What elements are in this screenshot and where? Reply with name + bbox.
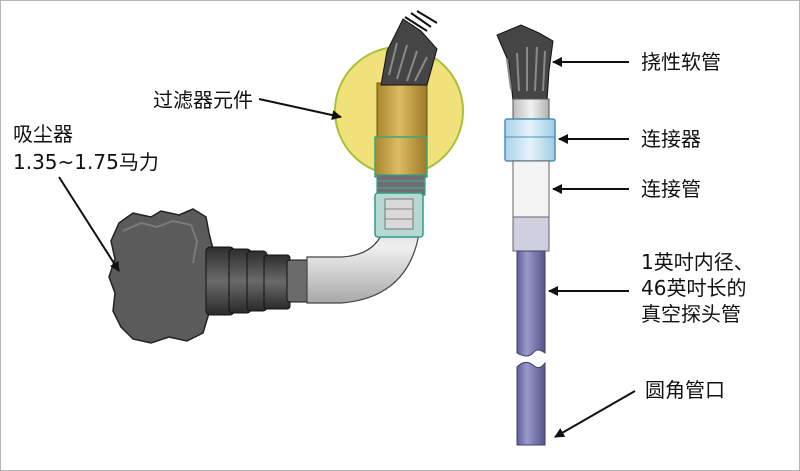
filter-element <box>374 82 428 238</box>
label-connector: 连接器 <box>641 127 701 151</box>
label-probe-line1: 1英吋内径、 <box>641 250 754 274</box>
label-vacuum-power: 1.35~1.75马力 <box>13 150 159 174</box>
label-flex-hose: 挠性软管 <box>641 50 721 74</box>
flexible-hose-left <box>380 10 438 86</box>
label-probe-line2: 46英吋长的 <box>641 276 747 300</box>
label-probe-line3: 真空探头管 <box>641 302 741 326</box>
vacuum-hose-coupling <box>205 246 310 316</box>
connector <box>504 118 556 162</box>
arrow-filter <box>258 98 342 120</box>
arrow-rounded-end <box>554 390 636 438</box>
arrows <box>58 57 636 438</box>
label-connecting-tube: 连接管 <box>641 177 701 201</box>
connecting-tube <box>512 160 550 252</box>
flexible-hose-right <box>496 24 554 122</box>
arrow-vacuum <box>58 176 120 272</box>
label-vacuum-title: 吸尘器 <box>13 122 73 146</box>
label-rounded-end: 圆角管口 <box>645 378 725 402</box>
probe-tube <box>516 250 546 446</box>
label-filter-element: 过滤器元件 <box>153 88 253 112</box>
vacuum-body <box>108 208 215 344</box>
